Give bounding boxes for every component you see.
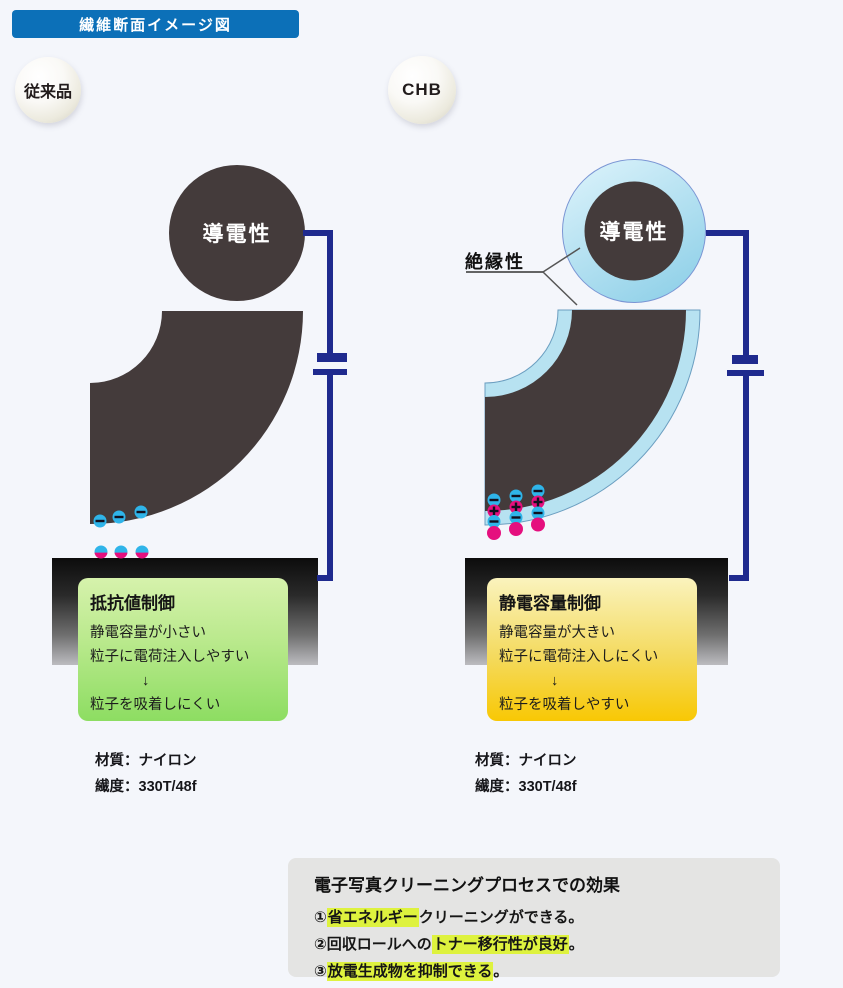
badge-chb: CHB bbox=[388, 56, 456, 124]
conductive-core-label-right: 導電性 bbox=[600, 220, 669, 244]
item-suffix: 。 bbox=[568, 936, 584, 953]
capacitor-plate bbox=[317, 353, 347, 362]
item-highlight: トナー移行性が良好 bbox=[431, 935, 569, 954]
effects-title: 電子写真クリーニングプロセスでの効果 bbox=[314, 876, 620, 895]
conductive-core-label-left: 導電性 bbox=[203, 222, 272, 246]
down-arrow-icon: ↓ bbox=[551, 673, 559, 689]
effects-item-3: ③放電生成物を抑制できる。 bbox=[314, 958, 760, 985]
circuit-wire-right-bottom bbox=[729, 376, 749, 581]
capacitance-control-title: 静電容量制御 bbox=[499, 594, 601, 613]
material-spec-left: 材質：ナイロン 繊度：330T/48f bbox=[95, 748, 197, 800]
badge-conventional-label: 従来品 bbox=[23, 84, 72, 101]
material-line: 材質：ナイロン bbox=[95, 753, 197, 769]
fiber-body-right bbox=[485, 310, 686, 511]
capacitance-line2: 粒子に電荷注入しにくい bbox=[499, 649, 659, 665]
item-highlight: 省エネルギー bbox=[326, 908, 419, 927]
material-line: 材質：ナイロン bbox=[475, 753, 577, 769]
capacitor-plate bbox=[313, 369, 347, 375]
down-arrow-icon: ↓ bbox=[142, 673, 150, 689]
item-suffix: 。 bbox=[493, 963, 509, 980]
item-prefix: ②回収ロールへの bbox=[314, 936, 432, 953]
material-spec-right: 材質：ナイロン 繊度：330T/48f bbox=[475, 748, 577, 800]
item-highlight: 放電生成物を抑制できる bbox=[326, 962, 494, 981]
fineness-line: 繊度：330T/48f bbox=[95, 779, 197, 795]
item-suffix: クリーニングができる。 bbox=[418, 909, 584, 926]
conductive-core-right bbox=[584, 181, 684, 281]
resistance-control-title: 抵抗値制御 bbox=[90, 594, 175, 613]
fiber-body-left bbox=[90, 311, 303, 524]
badge-conventional: 従来品 bbox=[15, 57, 81, 123]
resistance-line3: 粒子を吸着しにくい bbox=[90, 697, 221, 713]
capacitance-control-box: 静電容量制御 静電容量が大きい 粒子に電荷注入しにくい ↓ 粒子を吸着しやすい bbox=[487, 578, 697, 721]
effects-item-2: ②回収ロールへのトナー移行性が良好。 bbox=[314, 931, 760, 958]
circuit-wire-right-top bbox=[706, 230, 749, 355]
item-prefix: ③ bbox=[314, 963, 327, 980]
charge-stacks-right bbox=[487, 484, 545, 540]
insulation-leader-lines bbox=[466, 247, 581, 306]
resistance-line1: 静電容量が小さい bbox=[90, 625, 206, 641]
toner-particles-left bbox=[94, 545, 149, 559]
fineness-line: 繊度：330T/48f bbox=[475, 779, 577, 795]
insulation-label: 絶縁性 bbox=[465, 252, 525, 272]
resistance-line2: 粒子に電荷注入しやすい bbox=[90, 649, 250, 665]
resistance-control-box: 抵抗値制御 静電容量が小さい 粒子に電荷注入しやすい ↓ 粒子を吸着しにくい bbox=[78, 578, 288, 721]
negative-charges-left bbox=[93, 505, 148, 528]
item-prefix: ① bbox=[314, 909, 327, 926]
circuit-wire-left-bottom bbox=[317, 375, 333, 581]
capacitor-plate bbox=[732, 355, 758, 364]
banner-label: 繊維断面イメージ図 bbox=[79, 16, 232, 34]
capacitor-plate bbox=[727, 370, 764, 376]
conductive-core-left bbox=[169, 165, 305, 301]
badge-chb-label: CHB bbox=[402, 80, 442, 99]
title-banner: 繊維断面イメージ図 bbox=[12, 10, 299, 38]
effects-item-1: ①省エネルギークリーニングができる。 bbox=[314, 904, 760, 931]
effects-box: 電子写真クリーニングプロセスでの効果 ①省エネルギークリーニングができる。 ②回… bbox=[288, 858, 780, 981]
circuit-wire-left-top bbox=[303, 230, 333, 353]
capacitance-line1: 静電容量が大きい bbox=[499, 625, 615, 641]
capacitance-line3: 粒子を吸着しやすい bbox=[499, 697, 630, 713]
